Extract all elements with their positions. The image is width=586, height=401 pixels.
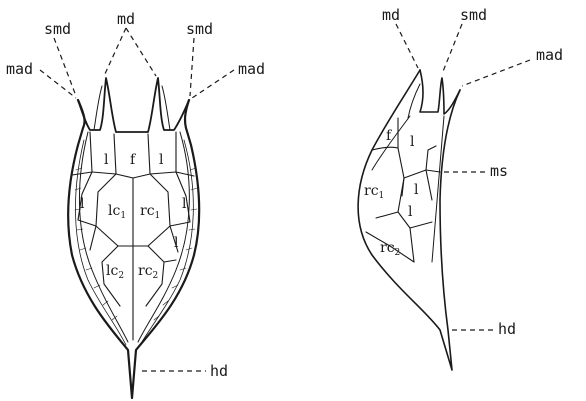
lateral-view: f l rc1 l l rc2 md smd mad ms hd [358, 6, 563, 370]
dorsal-view: l f l l lc1 rc1 l l lc2 rc2 mad smd md s… [6, 10, 265, 398]
label-ms: ms [490, 162, 508, 180]
plate-l-2: l [159, 152, 164, 168]
lateral-plate-rc2: rc2 [380, 240, 400, 258]
plate-rc2: rc2 [138, 263, 158, 281]
label-smd-right: smd [186, 20, 213, 38]
label-md-left: md [117, 10, 135, 28]
plate-rc1: rc1 [140, 203, 160, 221]
label-md-right: md [382, 6, 400, 24]
plate-lc2: lc2 [106, 263, 124, 281]
dorsal-outline [68, 100, 199, 398]
label-mad-lateral: mad [536, 46, 563, 64]
plate-l-1: l [104, 152, 109, 168]
lateral-plate-rc1: rc1 [364, 183, 384, 201]
label-smd-lateral: smd [460, 6, 487, 24]
label-hd-left: hd [210, 362, 228, 380]
label-hd-right: hd [498, 320, 516, 338]
plate-l-3: l [80, 196, 85, 212]
plate-f: f [130, 152, 137, 168]
plate-l-4: l [182, 196, 187, 212]
plate-lc1: lc1 [108, 203, 126, 221]
label-mad-left: mad [6, 60, 33, 78]
plate-l-5: l [174, 235, 179, 251]
label-smd-left: smd [44, 20, 71, 38]
lateral-plate-l-3: l [408, 204, 413, 220]
label-mad-right: mad [238, 60, 265, 78]
lateral-plate-l-2: l [414, 182, 419, 198]
lateral-plate-f: f [386, 128, 393, 144]
lateral-plate-l-1: l [410, 134, 415, 150]
